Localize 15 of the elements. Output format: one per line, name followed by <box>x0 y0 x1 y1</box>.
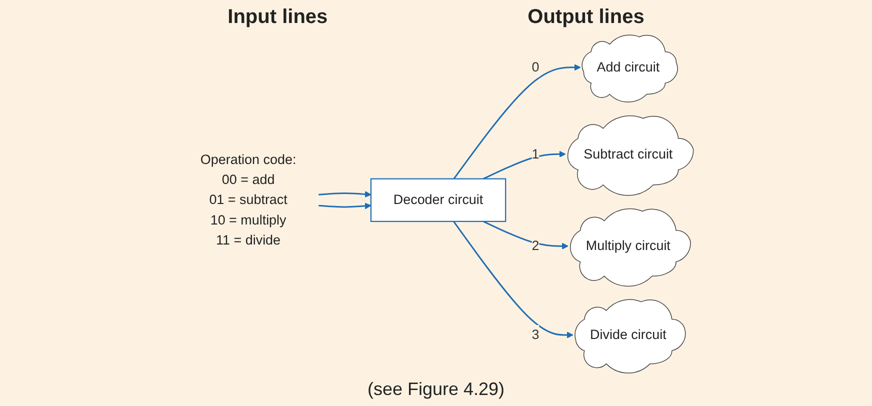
node-box: Decoder circuit <box>370 178 506 222</box>
arrow <box>483 150 566 180</box>
edge-label: 2 <box>532 238 540 254</box>
arrow <box>318 190 372 198</box>
edge-label: 1 <box>532 146 540 162</box>
edge-label: 0 <box>532 60 540 74</box>
column-heading: Output lines <box>528 6 644 29</box>
arrow <box>453 221 574 338</box>
column-heading: Input lines <box>228 6 328 29</box>
arrow <box>454 64 582 180</box>
arrow <box>318 202 372 210</box>
node-text: Operation code: 00 = add 01 = subtract 10 = multiply 11 = divide <box>200 152 297 248</box>
arrow <box>483 220 569 250</box>
edge-label: 3 <box>532 327 540 342</box>
note-text: (see Figure 4.29) <box>367 379 505 400</box>
